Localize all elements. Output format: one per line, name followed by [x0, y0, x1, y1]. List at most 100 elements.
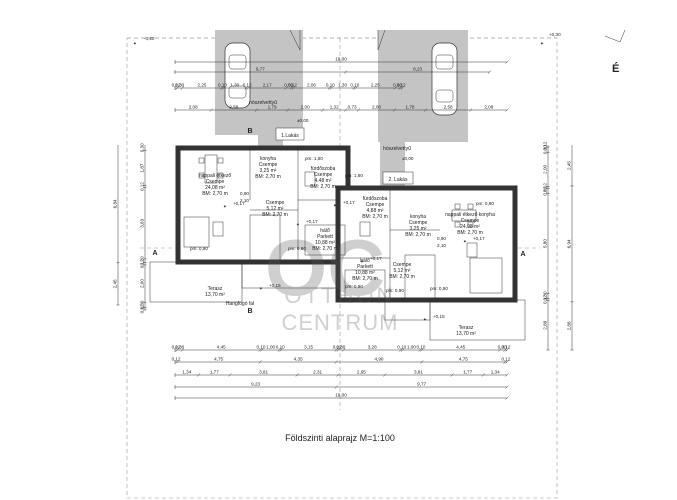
dimension-tick	[418, 348, 422, 352]
dimension-tick	[277, 348, 282, 352]
dimension-value: 0,30	[140, 143, 145, 152]
dimension-tick	[341, 348, 346, 352]
dimension-value: 0,12	[140, 182, 145, 191]
room-height: BM: 2,70 m	[389, 274, 415, 280]
sofa-left	[183, 216, 210, 248]
spot-level: +0,15	[433, 314, 445, 319]
toilet-icon	[359, 221, 371, 237]
dimension-value: 2,00	[543, 164, 548, 173]
dimension-value: 0,30	[175, 83, 184, 88]
spot-level: +0,17	[306, 219, 318, 224]
dimension-value: 9,77	[417, 382, 426, 387]
dimension-value: 2,58	[229, 105, 238, 110]
wind-wall-label: Hangfogó fal	[226, 301, 254, 307]
dimension-value: 19,00	[335, 57, 347, 62]
dimension-tick	[180, 348, 185, 352]
dimension-value: 0,30	[498, 345, 507, 350]
coffee-table-right	[466, 242, 478, 258]
dimension-tick	[352, 86, 356, 90]
dimension-value: 0,12	[140, 304, 145, 313]
room-height: BM: 2,70 m	[310, 184, 336, 190]
dimension-value: 2,06	[372, 105, 381, 110]
dimension-value: 1,30	[230, 83, 239, 88]
dimension-tick	[400, 86, 405, 90]
dimension-tick	[450, 373, 454, 377]
dimension-tick	[344, 108, 348, 112]
dimension-tick	[286, 108, 290, 112]
entrance-label: hószelvettyű	[249, 100, 277, 106]
level-label: +0,30	[549, 32, 561, 37]
dimension-value: 0,30	[393, 83, 402, 88]
dimension-tick	[175, 360, 179, 364]
section-a-mark: A	[520, 251, 525, 258]
dimension-value: 9,77	[256, 67, 265, 72]
room-height: BM: 2,70 m	[352, 276, 378, 282]
sofa-right	[469, 257, 503, 294]
room-floor: Csempe	[206, 179, 225, 185]
dimension-value: 2,08	[189, 105, 198, 110]
dimension-value: 3,15	[304, 345, 313, 350]
dimension-value: 2,45	[567, 161, 572, 170]
dimension-tick	[254, 108, 259, 112]
room-name: Terasz	[459, 325, 474, 331]
dimension-value: 0,10	[350, 83, 359, 88]
window-sill-label: pm: 0,90	[430, 286, 448, 291]
dimension-value: 0,73	[348, 105, 357, 110]
room-floor: Csempe	[461, 218, 480, 224]
dimension-value: 0,12	[243, 83, 252, 88]
dimension-value: 0,30	[543, 186, 548, 195]
dimension-value: 8,23	[413, 67, 422, 72]
room-floor: Parkett	[317, 234, 333, 240]
room-area: 4,48 m²	[315, 178, 332, 184]
dimension-tick	[246, 86, 250, 90]
dimension-value: 4,75	[214, 357, 223, 362]
dimension-tick	[334, 385, 338, 389]
dimension-value: 0,30	[140, 300, 145, 309]
room-floor: Csempe	[314, 172, 333, 178]
dimension-value: 1,00	[407, 345, 416, 350]
room-name: nappali étkező konyha	[445, 212, 495, 218]
room-name: nappali étkező	[199, 173, 231, 179]
dimension-tick	[219, 86, 224, 90]
spot-level: +0,17	[233, 201, 245, 206]
room-height: BM: 2,70 m	[312, 246, 338, 252]
dimension-tick	[334, 348, 338, 352]
dimension-tick	[468, 108, 473, 112]
dimension-tick	[279, 348, 283, 352]
dimension-tick	[505, 385, 509, 389]
room-name: hálő	[360, 258, 370, 264]
dimension-value: 0,12	[543, 295, 548, 304]
dimension-tick	[289, 86, 294, 90]
window-sill-label: pm: 0,90	[386, 288, 404, 293]
dimension-tick	[420, 360, 424, 364]
dimension-value: 0,30	[175, 345, 184, 350]
plot-boundary	[126, 37, 558, 499]
spot-level: +0,17	[473, 236, 485, 241]
room-area: 13,70 m²	[205, 292, 225, 298]
room-height: BM: 2,70 m	[362, 214, 388, 220]
dimension-value: 0,12	[172, 357, 181, 362]
dimension-value: 0,12	[397, 83, 406, 88]
room-height: BM: 2,70 m	[457, 230, 483, 236]
car-icon	[431, 42, 458, 116]
spot-level: +0,15	[269, 283, 281, 288]
room-area: 4,88 m²	[367, 208, 384, 214]
dimension-tick	[503, 360, 507, 364]
unit-1-label: 1.Lakás	[281, 133, 299, 139]
room-area: 3,25 m²	[260, 168, 277, 174]
level-marker-icon: ✦	[296, 222, 300, 227]
room-name: konyha	[410, 214, 426, 220]
dimension-value: 1,00	[266, 345, 275, 350]
room-name: Terasz	[208, 286, 223, 292]
room-height: BM: 2,70 m	[262, 212, 288, 218]
section-b-mark: B	[247, 308, 252, 315]
dimension-value: 2,88	[567, 321, 572, 330]
dimension-value: 0,12	[501, 357, 510, 362]
dimension-value: 4,90	[375, 357, 384, 362]
window-sill-label: pm: 0,90	[288, 246, 306, 251]
dimension-value: 0,30	[543, 145, 548, 154]
entrance-label: hószelvettyű	[383, 146, 411, 152]
